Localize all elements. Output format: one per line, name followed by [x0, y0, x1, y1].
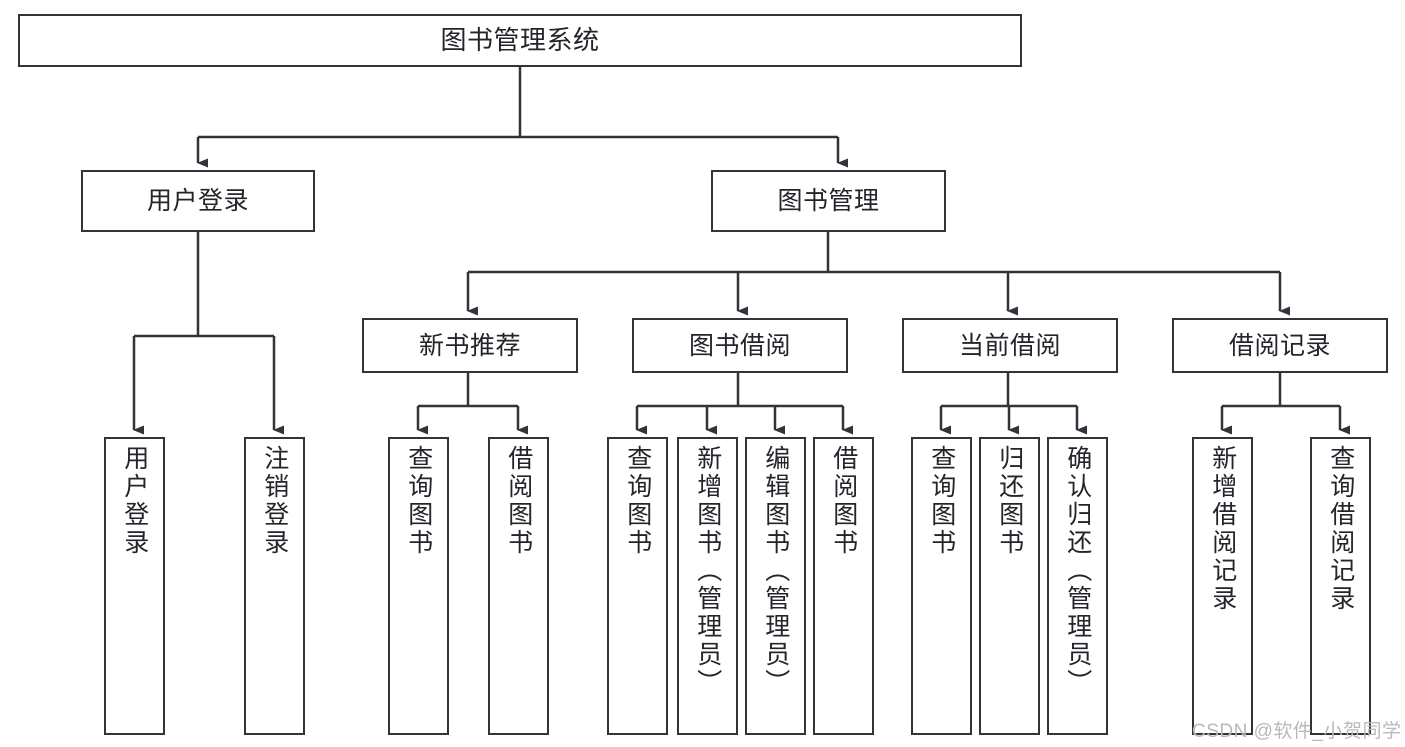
leaf-query-borrow-record[interactable]: 查询借阅记录: [1310, 437, 1371, 735]
node-label: 借阅图书: [504, 445, 533, 557]
edge-borrowrecord-to-leaves: [1220, 373, 1350, 435]
leaf-borrow-book-borrow[interactable]: 借阅图书: [813, 437, 874, 735]
node-book-management[interactable]: 图书管理: [711, 170, 946, 232]
node-label: 当前借阅: [958, 331, 1061, 360]
edge-bookmanage-to-level3: [466, 232, 1290, 316]
node-label: 借阅记录: [1228, 331, 1331, 360]
leaf-add-book-admin[interactable]: 新增图书（管理员）: [677, 437, 738, 735]
node-label: 确认归还（管理员）: [1063, 445, 1092, 697]
node-label: 图书借阅: [688, 331, 791, 360]
leaf-query-book-borrow[interactable]: 查询图书: [607, 437, 668, 735]
node-current-borrowing[interactable]: 当前借阅: [902, 318, 1118, 373]
leaf-logout[interactable]: 注销登录: [244, 437, 305, 735]
leaf-borrow-book-recommend[interactable]: 借阅图书: [488, 437, 549, 735]
node-label: 编辑图书（管理员）: [761, 445, 790, 697]
node-label: 借阅图书: [829, 445, 858, 557]
node-book-borrowing[interactable]: 图书借阅: [632, 318, 848, 373]
edge-userlogin-to-leaves: [132, 232, 284, 435]
node-user-login[interactable]: 用户登录: [81, 170, 315, 232]
node-label: 新增图书（管理员）: [693, 445, 722, 697]
leaf-query-book-current[interactable]: 查询图书: [911, 437, 972, 735]
node-label: 新增借阅记录: [1208, 445, 1237, 613]
leaf-add-borrow-record[interactable]: 新增借阅记录: [1192, 437, 1253, 735]
node-label: 查询图书: [623, 445, 652, 557]
edge-bookborrow-to-leaves: [635, 373, 853, 435]
leaf-confirm-return-admin[interactable]: 确认归还（管理员）: [1047, 437, 1108, 735]
leaf-edit-book-admin[interactable]: 编辑图书（管理员）: [745, 437, 806, 735]
node-label: 用户登录: [146, 187, 249, 215]
node-borrowing-record[interactable]: 借阅记录: [1172, 318, 1388, 373]
node-label: 注销登录: [260, 445, 289, 557]
node-label: 用户登录: [120, 445, 149, 557]
leaf-query-book-recommend[interactable]: 查询图书: [388, 437, 449, 735]
edge-currentborrow-to-leaves: [939, 373, 1087, 435]
node-label: 查询图书: [404, 445, 433, 557]
edge-newbook-to-leaves: [416, 373, 528, 435]
node-label: 查询借阅记录: [1326, 445, 1355, 613]
node-label: 图书管理: [777, 187, 880, 215]
leaf-user-login[interactable]: 用户登录: [104, 437, 165, 735]
edge-root-to-level2: [196, 67, 848, 168]
node-label: 新书推荐: [418, 331, 521, 360]
leaf-return-book[interactable]: 归还图书: [979, 437, 1040, 735]
node-new-book-recommendation[interactable]: 新书推荐: [362, 318, 578, 373]
node-label: 查询图书: [927, 445, 956, 557]
csdn-watermark: CSDN @软件_小贺同学: [1192, 721, 1402, 742]
node-label: 图书管理系统: [440, 24, 600, 55]
node-root-book-management-system[interactable]: 图书管理系统: [18, 14, 1022, 67]
node-label: 归还图书: [995, 445, 1024, 557]
